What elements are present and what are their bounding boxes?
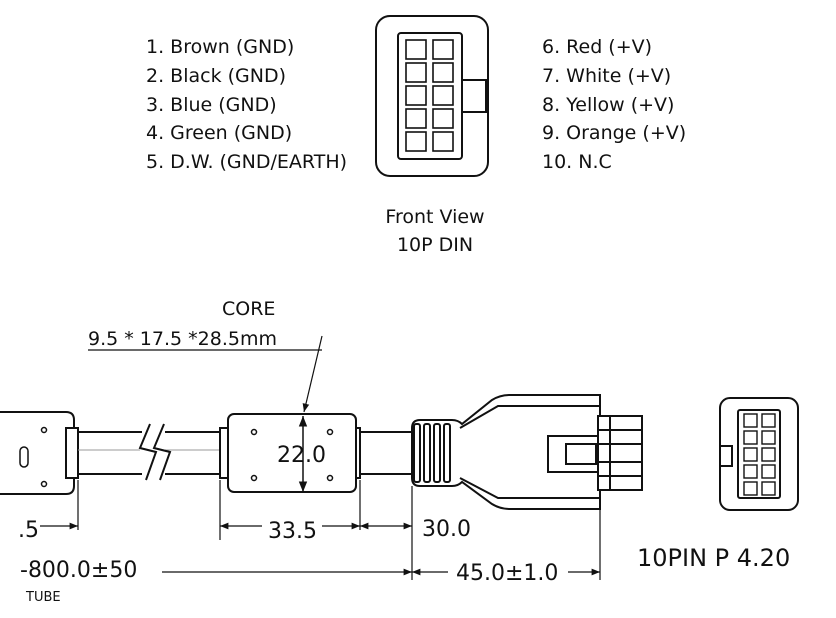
pin-list-right: 6. Red (+V) 7. White (+V) 8. Yellow (+V)… <box>542 33 686 177</box>
ferrite-core <box>219 413 361 493</box>
pin-label: 10. N.C <box>542 151 612 174</box>
core-height-value: 22.0 <box>277 443 326 468</box>
cable-break-symbol <box>138 423 172 481</box>
left-end-fitting <box>0 411 79 495</box>
pin-label: 5. D.W. (GND/EARTH) <box>146 151 348 174</box>
pin-list-left: 1. Brown (GND) 2. Black (GND) 3. Blue (G… <box>146 33 347 177</box>
pin-label: 4. Green (GND) <box>146 122 293 145</box>
pin-label: 1. Brown (GND) <box>146 36 295 58</box>
dim-total-length: -800.0±50 <box>20 558 137 583</box>
pin-label: 9. Orange (+V) <box>542 122 687 145</box>
dim-connector-length: 45.0±1.0 <box>456 561 558 586</box>
front-view-pin-grid <box>405 39 454 152</box>
connector-body <box>411 394 643 510</box>
front-view-subtitle: 10P DIN <box>396 234 474 256</box>
pin-label: 7. White (+V) <box>542 64 672 87</box>
dim-left-partial: .5 <box>18 518 39 543</box>
dim-tube-label: TUBE <box>25 590 61 605</box>
front-view-title: Front View <box>385 206 485 228</box>
core-leader-arrow <box>302 335 323 413</box>
front-view-caption: Front View 10P DIN <box>360 203 510 259</box>
pin-label: 2. Black (GND) <box>146 64 287 87</box>
core-label: CORE <box>222 298 275 320</box>
dimension-lines <box>40 480 601 580</box>
pin-label: 3. Blue (GND) <box>146 93 277 116</box>
cable <box>78 431 412 475</box>
dim-core-gap: 30.0 <box>422 517 471 542</box>
small-front-view-connector <box>719 397 799 511</box>
front-view-connector <box>375 15 489 177</box>
core-size: 9.5 * 17.5 *28.5mm <box>88 328 277 350</box>
connector-spec: 10PIN P 4.20 <box>637 544 790 572</box>
pin-label: 6. Red (+V) <box>542 36 653 58</box>
dim-core-length: 33.5 <box>268 519 317 544</box>
pin-label: 8. Yellow (+V) <box>542 93 675 116</box>
